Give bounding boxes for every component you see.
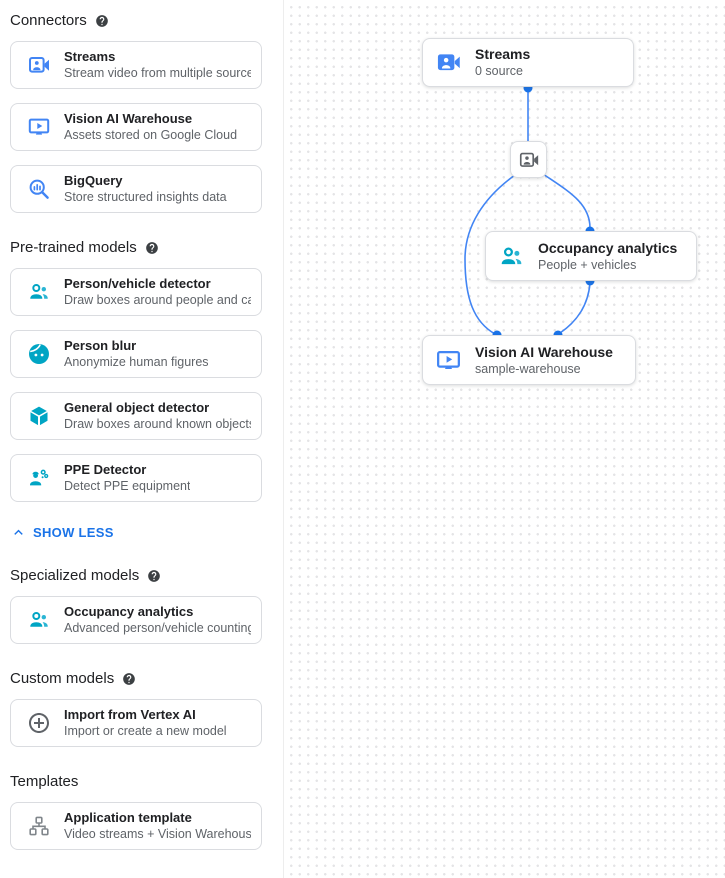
section-header-pretrained: Pre-trained models — [10, 239, 262, 256]
video-camera-icon — [26, 53, 51, 78]
section-header-templates: Templates — [10, 773, 262, 790]
item-title: General object detector — [64, 400, 210, 415]
node-camera-relay[interactable] — [510, 141, 547, 178]
edge-occupancy-to-warehouse — [559, 282, 591, 334]
monitor-play-icon — [435, 347, 462, 374]
item-subtitle: Advanced person/vehicle counting — [64, 621, 251, 635]
graph-canvas[interactable]: Streams 0 source Occupancy analytics Peo… — [283, 0, 725, 878]
help-icon[interactable] — [147, 569, 161, 583]
section-header-custom: Custom models — [10, 670, 262, 687]
item-subtitle: Anonymize human figures — [64, 355, 209, 369]
show-less-button[interactable]: SHOW LESS — [10, 524, 262, 541]
sidebar-item-vision-ai-warehouse[interactable]: Vision AI Warehouse Assets stored on Goo… — [10, 103, 262, 151]
node-subtitle: People + vehicles — [538, 257, 637, 272]
help-icon[interactable] — [145, 241, 159, 255]
section-title: Templates — [10, 773, 79, 790]
sidebar-item-ppe-detector[interactable]: PPE Detector Detect PPE equipment — [10, 454, 262, 502]
item-subtitle: Stream video from multiple sources — [64, 66, 251, 80]
item-title: Import from Vertex AI — [64, 707, 196, 722]
chevron-up-icon — [14, 529, 23, 535]
show-less-label: SHOW LESS — [33, 525, 114, 540]
sidebar-item-application-template[interactable]: Application template Video streams + Vis… — [10, 802, 262, 850]
sidebar-item-person-blur[interactable]: Person blur Anonymize human figures — [10, 330, 262, 378]
ppe-person-icon — [26, 466, 51, 491]
workflow-icon — [26, 814, 51, 839]
item-title: Vision AI Warehouse — [64, 111, 193, 126]
component-sidebar: Connectors Streams Stream video from mul… — [0, 0, 283, 878]
item-title: Person/vehicle detector — [64, 276, 211, 291]
node-streams[interactable]: Streams 0 source — [422, 38, 634, 87]
item-subtitle: Store structured insights data — [64, 190, 227, 204]
item-subtitle: Video streams + Vision Warehouse — [64, 827, 251, 841]
video-camera-icon — [518, 149, 540, 171]
node-title: Streams — [475, 46, 531, 62]
item-title: Occupancy analytics — [64, 604, 194, 619]
node-title: Occupancy analytics — [538, 239, 678, 256]
item-title: BigQuery — [64, 173, 123, 188]
section-title: Custom models — [10, 670, 115, 687]
node-subtitle: 0 source — [475, 64, 523, 78]
section-title: Pre-trained models — [10, 239, 137, 256]
item-subtitle: Assets stored on Google Cloud — [64, 128, 238, 142]
section-header-connectors: Connectors — [10, 12, 262, 29]
node-title: Vision AI Warehouse — [475, 343, 613, 360]
sidebar-item-import-vertex-ai[interactable]: Import from Vertex AI Import or create a… — [10, 699, 262, 747]
sidebar-item-occupancy-analytics[interactable]: Occupancy analytics Advanced person/vehi… — [10, 596, 262, 644]
help-icon[interactable] — [122, 672, 136, 686]
bigquery-magnifier-icon — [26, 177, 51, 202]
people-icon — [498, 243, 525, 270]
people-icon — [26, 608, 51, 633]
item-title: Application template — [64, 810, 192, 825]
sidebar-item-general-object-detector[interactable]: General object detector Draw boxes aroun… — [10, 392, 262, 440]
cube-icon — [26, 404, 51, 429]
sidebar-item-streams[interactable]: Streams Stream video from multiple sourc… — [10, 41, 262, 89]
help-icon[interactable] — [95, 14, 109, 28]
face-icon — [26, 342, 51, 367]
graph-edges — [464, 83, 595, 340]
section-title: Specialized models — [10, 567, 140, 584]
sidebar-item-bigquery[interactable]: BigQuery Store structured insights data — [10, 165, 262, 213]
item-subtitle: Draw boxes around known objects — [64, 417, 251, 431]
node-subtitle: sample-warehouse — [475, 361, 581, 376]
item-subtitle: Import or create a new model — [64, 724, 227, 738]
sidebar-item-person-vehicle-detector[interactable]: Person/vehicle detector Draw boxes aroun… — [10, 268, 262, 316]
section-header-specialized: Specialized models — [10, 567, 262, 584]
add-circle-icon — [26, 711, 51, 736]
edge-camera-to-occupancy — [542, 173, 591, 229]
people-icon — [26, 280, 51, 305]
section-title: Connectors — [10, 12, 87, 29]
monitor-play-icon — [26, 115, 51, 140]
node-vision-ai-warehouse[interactable]: Vision AI Warehouse sample-warehouse — [422, 335, 636, 385]
node-occupancy-analytics[interactable]: Occupancy analytics People + vehicles — [485, 231, 697, 281]
item-subtitle: Detect PPE equipment — [64, 479, 191, 493]
item-title: Person blur — [64, 338, 137, 353]
item-title: Streams — [64, 49, 116, 64]
video-camera-icon — [435, 49, 462, 76]
item-subtitle: Draw boxes around people and cars — [64, 293, 251, 307]
item-title: PPE Detector — [64, 462, 147, 477]
